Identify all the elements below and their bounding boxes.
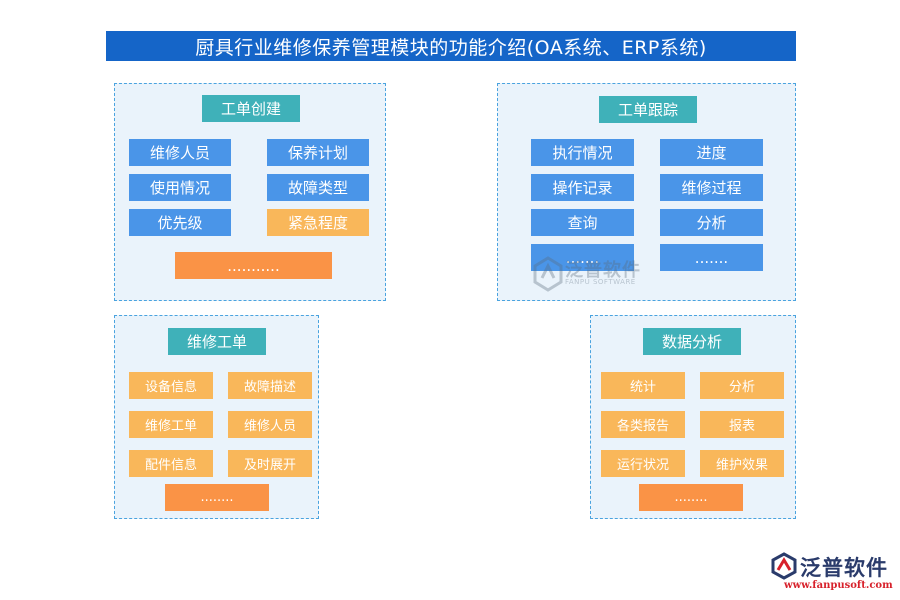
order-item-3: 维修工单 [129,411,213,438]
order-item-6: 及时展开 [228,450,312,477]
panel-data-analysis: 数据分析 统计 分析 各类报告 报表 运行状况 维护效果 ........ [590,315,796,519]
data-item-1: 统计 [601,372,685,399]
data-item-6: 维护效果 [700,450,784,477]
panel-title-create: 工单创建 [202,95,300,122]
data-item-2: 分析 [700,372,784,399]
data-more: ........ [639,484,743,511]
order-more: ........ [165,484,269,511]
order-item-4: 维修人员 [228,411,312,438]
create-item-4: 故障类型 [267,174,369,201]
diagram-title: 厨具行业维修保养管理模块的功能介绍(OA系统、ERP系统) [106,31,796,61]
order-item-5: 配件信息 [129,450,213,477]
create-item-5: 优先级 [129,209,231,236]
track-item-3: 操作记录 [531,174,634,201]
track-more-right: ....... [660,244,763,271]
track-item-5: 查询 [531,209,634,236]
create-more: ........... [175,252,332,279]
create-item-6: 紧急程度 [267,209,369,236]
panel-title-data: 数据分析 [643,328,741,355]
track-item-1: 执行情况 [531,139,634,166]
create-item-1: 维修人员 [129,139,231,166]
panel-title-track: 工单跟踪 [599,96,697,123]
watermark-name: 泛普软件 [565,260,641,281]
create-item-3: 使用情况 [129,174,231,201]
order-item-2: 故障描述 [228,372,312,399]
track-item-6: 分析 [660,209,763,236]
watermark-sub: FANPU SOFTWARE [565,278,636,286]
panel-work-order-create: 工单创建 维修人员 保养计划 使用情况 故障类型 优先级 紧急程度 ......… [114,83,386,301]
data-item-5: 运行状况 [601,450,685,477]
track-item-4: 维修过程 [660,174,763,201]
track-more-left: ....... [531,244,634,271]
logo-url: www.fanpusoft.com [784,580,893,591]
watermark: 泛普软件 FANPU SOFTWARE [533,254,653,294]
fanpu-watermark-icon [533,256,563,292]
create-item-2: 保养计划 [267,139,369,166]
panel-repair-order: 维修工单 设备信息 故障描述 维修工单 维修人员 配件信息 及时展开 .....… [114,315,319,519]
panel-work-order-track: 工单跟踪 执行情况 进度 操作记录 维修过程 查询 分析 ....... ...… [497,83,796,301]
order-item-1: 设备信息 [129,372,213,399]
data-item-3: 各类报告 [601,411,685,438]
track-item-2: 进度 [660,139,763,166]
data-item-4: 报表 [700,411,784,438]
logo-name: 泛普软件 [800,556,888,580]
panel-title-order: 维修工单 [168,328,266,355]
fanpu-logo: 泛普软件 www.fanpusoft.com [770,552,895,596]
fanpu-logo-icon [771,552,797,580]
